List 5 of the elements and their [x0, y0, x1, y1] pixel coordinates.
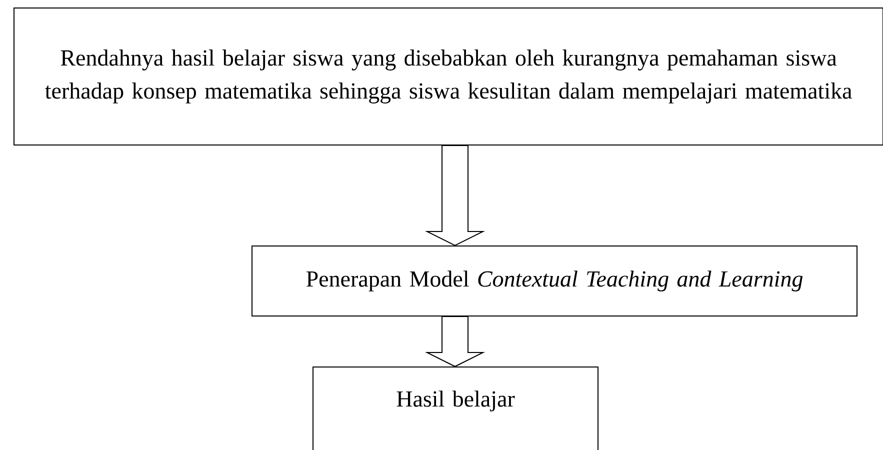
process-box: Penerapan Model Contextual Teaching and Learning — [252, 246, 858, 316]
problem-box: Rendahnya hasil belajar siswa yang disebabkan oleh kurangnya pemahaman siswa terhadap konsep matematika sehingga siswa kesulitan dalam mempelajari matematika — [14, 8, 883, 146]
block-arrow — [424, 316, 486, 368]
result-box: Hasil belajar — [312, 366, 598, 450]
block-arrow — [424, 145, 486, 246]
